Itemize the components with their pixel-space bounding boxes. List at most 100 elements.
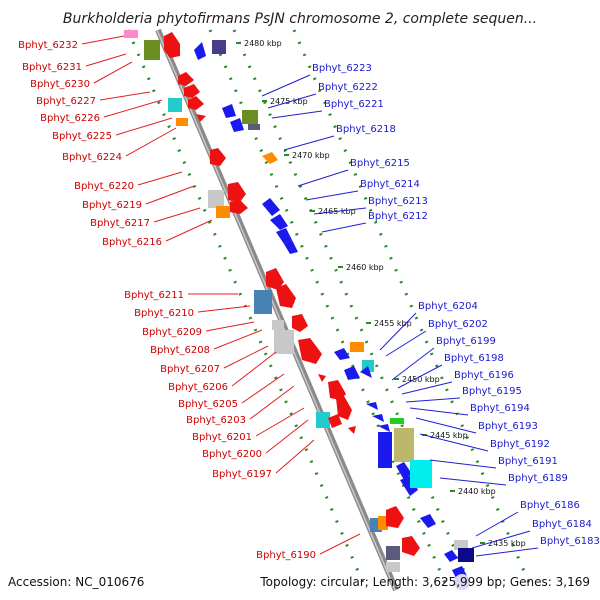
gene-block-pink[interactable]: [124, 30, 138, 38]
gene-arrow[interactable]: [328, 380, 346, 400]
gene-block-slate[interactable]: [386, 546, 400, 560]
gene-label-left[interactable]: Bphyt_6211: [124, 290, 184, 301]
gene-label-left[interactable]: Bphyt_6227: [36, 96, 96, 107]
gene-label-left[interactable]: Bphyt_6224: [62, 152, 122, 163]
gene-arrow-rev[interactable]: [222, 104, 236, 118]
gene-block-olive[interactable]: [242, 110, 258, 124]
gene-label-right[interactable]: Bphyt_6223: [312, 63, 372, 74]
gene-label-left[interactable]: Bphyt_6200: [202, 449, 262, 460]
gene-label-left[interactable]: Bphyt_6209: [142, 327, 202, 338]
gene-label-right[interactable]: Bphyt_6192: [490, 439, 550, 450]
gene-arrow-rev[interactable]: [230, 118, 244, 132]
gene-label-left[interactable]: Bphyt_6230: [30, 79, 90, 90]
gene-arrow[interactable]: [188, 96, 204, 110]
gene-label-right[interactable]: Bphyt_6221: [324, 99, 384, 110]
gene-label-right[interactable]: Bphyt_6213: [368, 196, 428, 207]
gene-arrow-small[interactable]: [196, 114, 206, 122]
gene-label-right[interactable]: Bphyt_6183: [540, 536, 600, 547]
gene-label-right[interactable]: Bphyt_6215: [350, 158, 410, 169]
gene-arrow[interactable]: [184, 84, 200, 98]
gene-label-right[interactable]: Bphyt_6193: [478, 421, 538, 432]
gene-arrow-rev[interactable]: [276, 228, 292, 244]
gene-label-right[interactable]: Bphyt_6199: [436, 336, 496, 347]
gene-label-right[interactable]: Bphyt_6194: [470, 403, 530, 414]
gene-label-left[interactable]: Bphyt_6207: [160, 364, 220, 375]
gene-label-left[interactable]: Bphyt_6203: [186, 415, 246, 426]
gene-arrow-rev-orange[interactable]: [262, 152, 278, 164]
gene-block-orange[interactable]: [176, 118, 188, 126]
gene-arrow[interactable]: [276, 284, 296, 308]
gene-label-left[interactable]: Bphyt_6217: [90, 218, 150, 229]
gene-block-gray[interactable]: [274, 330, 294, 354]
gene-label-left[interactable]: Bphyt_6208: [150, 345, 210, 356]
gene-arrow-rev-small[interactable]: [378, 424, 390, 432]
gene-label-right[interactable]: Bphyt_6196: [454, 370, 514, 381]
gene-arrow-rev[interactable]: [420, 514, 436, 528]
gene-block-olive[interactable]: [144, 40, 160, 60]
gene-arrow-rev-small[interactable]: [360, 366, 372, 378]
gene-arrow-rev-small[interactable]: [372, 414, 384, 422]
gene-arrow[interactable]: [328, 414, 342, 428]
gene-block-cyan[interactable]: [410, 460, 432, 488]
gene-label-right[interactable]: Bphyt_6184: [532, 519, 592, 530]
gene-block-gray[interactable]: [386, 562, 400, 572]
gene-label-right[interactable]: Bphyt_6218: [336, 124, 396, 135]
gene-block-cyan[interactable]: [168, 98, 182, 112]
gene-block-slate[interactable]: [248, 124, 260, 130]
gene-label-right[interactable]: Bphyt_6198: [444, 353, 504, 364]
gene-label-left[interactable]: Bphyt_6210: [134, 308, 194, 319]
gene-block-cyan[interactable]: [316, 412, 330, 428]
gene-arrow[interactable]: [298, 338, 322, 364]
gene-arrow-rev[interactable]: [444, 550, 458, 562]
gene-arrow-rev-small[interactable]: [366, 402, 378, 410]
gene-arrow-rev[interactable]: [400, 476, 418, 496]
gene-arrow[interactable]: [164, 32, 180, 58]
gene-label-right[interactable]: Bphyt_6222: [318, 82, 378, 93]
gene-block-khaki[interactable]: [394, 428, 414, 462]
gene-arrow[interactable]: [178, 72, 194, 86]
gene-arrow-small[interactable]: [318, 374, 326, 382]
gene-block-navy[interactable]: [458, 548, 474, 562]
gene-label-right[interactable]: Bphyt_6204: [418, 301, 478, 312]
gene-arrow[interactable]: [292, 314, 308, 332]
gene-label-right[interactable]: Bphyt_6195: [462, 386, 522, 397]
gene-arrow-rev[interactable]: [262, 198, 280, 216]
gene-block-gray[interactable]: [272, 320, 284, 330]
gene-arrow-rev[interactable]: [194, 42, 206, 60]
gene-arrow[interactable]: [266, 268, 284, 290]
gene-label-right[interactable]: Bphyt_6212: [368, 211, 428, 222]
gene-arrow-rev[interactable]: [396, 462, 412, 480]
gene-block-darkslate[interactable]: [212, 40, 226, 54]
gene-block-green[interactable]: [390, 418, 404, 424]
gene-arrow[interactable]: [228, 182, 246, 202]
gene-block-orange[interactable]: [378, 516, 388, 530]
gene-label-left[interactable]: Bphyt_6201: [192, 432, 252, 443]
gene-arrow[interactable]: [210, 148, 226, 166]
gene-block-blue[interactable]: [254, 290, 272, 314]
gene-arrow[interactable]: [230, 200, 248, 214]
gene-label-left[interactable]: Bphyt_6190: [256, 550, 316, 561]
gene-arrow-rev[interactable]: [284, 240, 298, 254]
gene-block-gray[interactable]: [454, 540, 468, 550]
gene-arrow[interactable]: [402, 536, 420, 556]
gene-label-left[interactable]: Bphyt_6206: [168, 382, 228, 393]
gene-label-left[interactable]: Bphyt_6226: [40, 113, 100, 124]
gene-block-orange[interactable]: [216, 206, 230, 218]
gene-label-right[interactable]: Bphyt_6189: [508, 473, 568, 484]
gene-arrow-rev[interactable]: [334, 348, 350, 360]
gene-label-left[interactable]: Bphyt_6225: [52, 131, 112, 142]
gene-block-gray[interactable]: [208, 190, 224, 208]
gene-block-blue[interactable]: [378, 432, 392, 468]
gene-arrow-small[interactable]: [348, 426, 356, 434]
gene-block-orange[interactable]: [350, 342, 364, 352]
selection-marker[interactable]: [454, 574, 470, 590]
gene-label-left[interactable]: Bphyt_6219: [82, 200, 142, 211]
gene-label-left[interactable]: Bphyt_6205: [178, 399, 238, 410]
gene-label-right[interactable]: Bphyt_6186: [520, 500, 580, 511]
gene-label-left[interactable]: Bphyt_6231: [22, 62, 82, 73]
gene-arrow[interactable]: [386, 506, 404, 528]
gene-label-left[interactable]: Bphyt_6220: [74, 181, 134, 192]
gene-arrow-rev[interactable]: [270, 214, 288, 230]
gene-arrow-rev[interactable]: [344, 366, 360, 380]
gene-label-left[interactable]: Bphyt_6232: [18, 40, 78, 51]
